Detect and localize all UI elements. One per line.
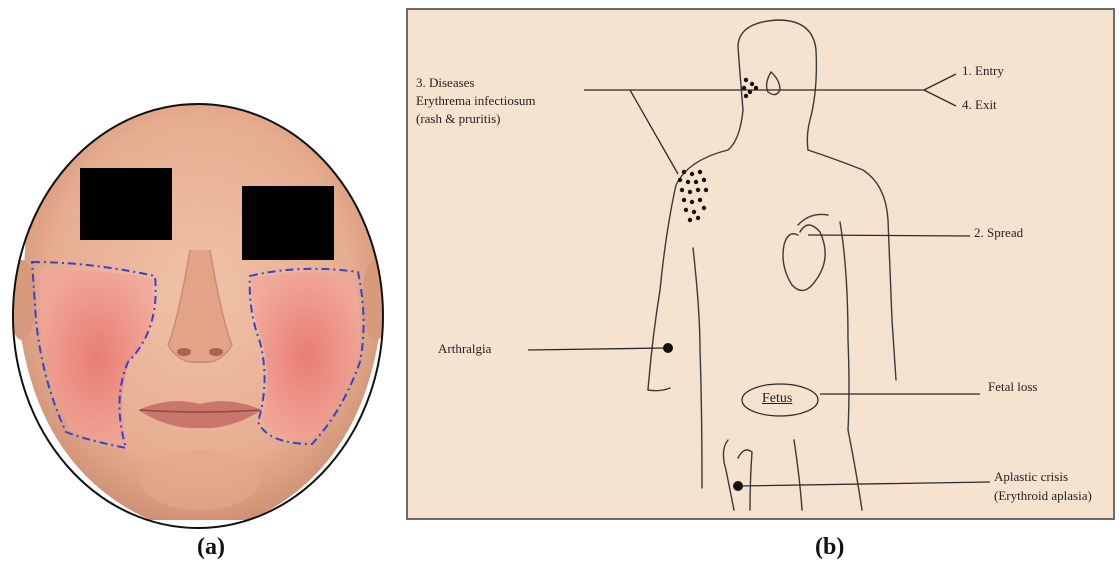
arthralgia-dot xyxy=(663,343,673,353)
label-aplastic-crisis: Aplastic crisis xyxy=(994,468,1068,486)
legs-inner-right xyxy=(794,440,802,510)
caption-b: (b) xyxy=(815,534,844,561)
caption-a: (a) xyxy=(197,534,225,561)
label-entry: 1. Entry xyxy=(962,62,1004,80)
spread-leader xyxy=(808,235,970,236)
heart-vessel xyxy=(798,214,828,225)
label-diseases-name: Erythrema infectiosum xyxy=(416,92,536,110)
body-outline-diagram xyxy=(408,10,1115,520)
right-shoulder-outline xyxy=(808,150,896,380)
teardrop-icon xyxy=(767,72,780,95)
left-arm-lower xyxy=(648,388,670,391)
right-leg-outline xyxy=(848,430,862,510)
label-diseases-title: 3. Diseases xyxy=(416,74,475,92)
label-spread: 2. Spread xyxy=(974,224,1023,242)
label-arthralgia: Arthralgia xyxy=(438,340,491,358)
head-outline xyxy=(738,20,816,150)
left-arm-inner xyxy=(693,248,702,488)
diseases-rash-leader xyxy=(630,90,678,174)
left-eye-censor-bar xyxy=(80,168,172,240)
panel-b-diagram: 3. Diseases Erythrema infectiosum (rash … xyxy=(406,8,1115,520)
arthralgia-leader xyxy=(528,348,666,350)
label-fetus: Fetus xyxy=(762,390,792,408)
label-exit: 4. Exit xyxy=(962,96,997,114)
left-leg-outline xyxy=(723,440,734,510)
face-illustration xyxy=(0,0,400,540)
exit-fork-line xyxy=(924,90,956,106)
label-diseases-symptoms: (rash & pruritis) xyxy=(416,110,500,128)
panel-a-face-photo xyxy=(0,0,400,573)
label-fetal-loss: Fetal loss xyxy=(988,378,1037,396)
right-torso-outline xyxy=(840,222,849,430)
label-erythroid-aplasia: (Erythroid aplasia) xyxy=(994,487,1092,505)
right-eye-censor-bar xyxy=(242,186,334,260)
entry-fork-line xyxy=(924,74,956,90)
aplastic-dot xyxy=(733,481,743,491)
aplastic-leader xyxy=(738,482,990,486)
left-leg-bone xyxy=(738,450,752,510)
